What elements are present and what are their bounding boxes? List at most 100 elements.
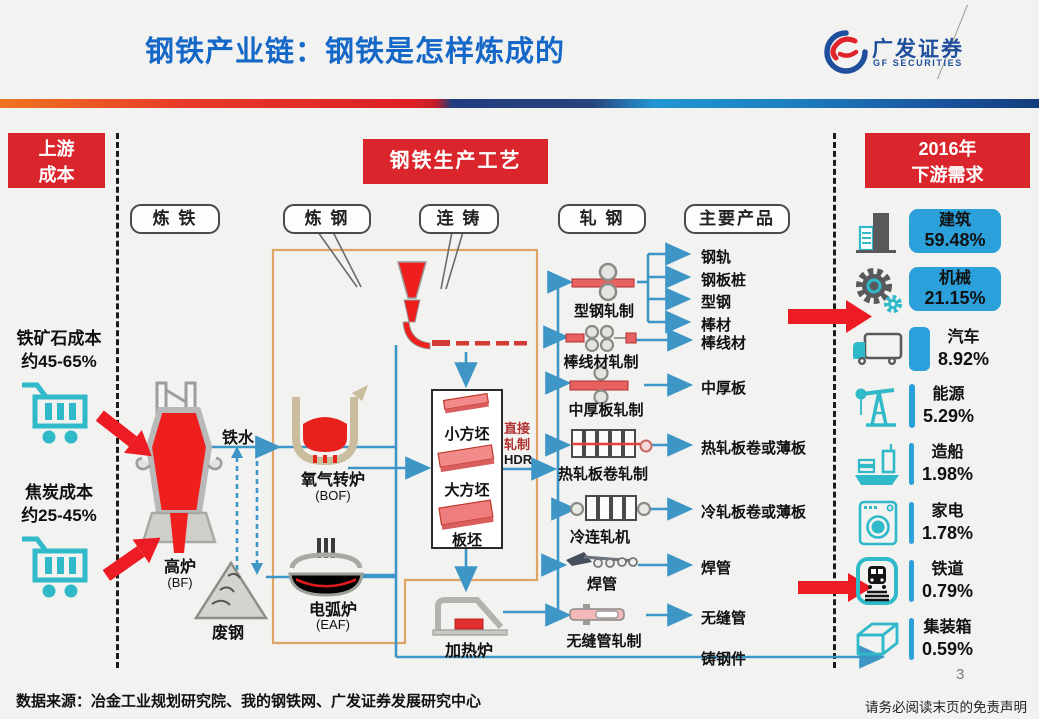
container-icon <box>845 615 909 663</box>
mill-label-seamless: 无缝管轧制 <box>566 633 642 650</box>
iron-ore-cost-line2: 约45-65% <box>21 351 97 371</box>
billet-bloom-label: 大方坯 <box>444 482 490 499</box>
scrap-label: 废钢 <box>211 625 245 642</box>
seamless-pipe-shape <box>569 604 625 625</box>
product-seamless-pipe: 无缝管 <box>701 610 747 627</box>
demand-box: 建筑 59.48% <box>909 209 1001 253</box>
bof-en-label: (BOF) <box>315 488 351 503</box>
stage-continuous-casting: 连 铸 <box>419 204 499 234</box>
product-sheet-pile: 钢板桩 <box>701 272 747 289</box>
pumpjack-icon <box>845 381 909 431</box>
stage-main-products: 主要产品 <box>684 204 790 234</box>
demand-label: 能源 <box>932 385 965 403</box>
page-number: 3 <box>956 666 965 683</box>
product-cast-steel: 铸钢件 <box>701 651 747 668</box>
eaf-label: 电弧炉 <box>308 602 358 619</box>
callout-pointers <box>317 231 464 290</box>
header-divider-bar <box>0 99 1039 108</box>
cart-icon <box>22 536 88 598</box>
billet-box-shape <box>431 389 503 549</box>
demand-pct: 1.98% <box>922 463 974 484</box>
stage-ironmaking: 炼 铁 <box>130 204 220 234</box>
heating-furnace-shape <box>432 597 508 636</box>
demand-row-railway: 铁道 0.79% <box>845 556 1039 606</box>
demand-banner-line1: 2016年 <box>918 139 977 159</box>
building-icon <box>845 207 909 255</box>
disclaimer: 请务必阅读末页的免责声明 <box>865 700 1027 715</box>
demand-arrow-top <box>788 300 872 333</box>
demand-pct: 5.29% <box>923 405 975 426</box>
product-plate: 中厚板 <box>701 380 747 397</box>
upstream-banner-line1: 上游 <box>38 139 75 159</box>
upstream-cost-banner: 上游 成本 <box>8 133 105 188</box>
demand-bar <box>909 384 915 428</box>
demand-row-auto: 汽车 8.92% <box>845 324 1039 374</box>
welded-pipe-shape <box>566 552 638 568</box>
mill-label-welded-pipe: 焊管 <box>586 576 618 593</box>
demand-row-container: 集装箱 0.59% <box>845 614 1039 664</box>
left-dashed-separator <box>116 133 119 668</box>
mill-label-plate: 中厚板轧制 <box>568 402 644 419</box>
stage-steelmaking: 炼 钢 <box>283 204 371 234</box>
orange-frame <box>271 248 539 645</box>
stage-rolling: 轧 钢 <box>558 204 646 234</box>
heating-furnace-label: 加热炉 <box>444 643 494 660</box>
product-bar-wire: 棒线材 <box>701 335 747 352</box>
product-welded-pipe: 焊管 <box>701 560 732 577</box>
demand-text: 家电 1.78% <box>922 502 973 545</box>
demand-label: 家电 <box>931 502 964 520</box>
demand-text: 铁道 0.79% <box>922 560 973 603</box>
demand-text: 造船 1.98% <box>922 443 973 486</box>
coke-cost-line2: 约25-45% <box>21 505 97 525</box>
coke-cost-label: 焦炭成本 约25-45% <box>0 482 118 528</box>
demand-row-energy: 能源 5.29% <box>845 381 1039 431</box>
demand-pct: 21.15% <box>924 287 986 308</box>
demand-bar <box>909 560 914 602</box>
hdr-line2: 轧制 <box>504 436 531 452</box>
molten-iron-label: 铁水 <box>221 430 255 447</box>
billet-slab-label: 板坯 <box>451 532 483 549</box>
demand-text: 能源 5.29% <box>923 385 974 428</box>
demand-pct: 1.78% <box>922 522 974 543</box>
process-banner: 钢铁生产工艺 <box>363 139 548 184</box>
washing-machine-icon <box>845 498 909 548</box>
dashed-exchange-arrows <box>231 446 263 575</box>
caster-shape <box>397 261 527 350</box>
bar-wire-mill-shape <box>565 324 637 353</box>
demand-label: 汽车 <box>947 328 980 346</box>
flow-lines <box>203 242 886 669</box>
gf-securities-logo-icon <box>824 30 868 74</box>
scrap-pile-shape <box>193 560 269 620</box>
logo-text-cn: 广发证券 <box>872 38 964 61</box>
demand-label: 造船 <box>931 443 964 461</box>
demand-text: 集装箱 0.59% <box>922 618 973 661</box>
demand-box: 机械 21.15% <box>909 267 1001 311</box>
demand-pct: 0.79% <box>922 580 974 601</box>
demand-bar <box>909 618 914 660</box>
cost-arrow-coke <box>102 537 161 581</box>
mill-label-section: 型钢轧制 <box>573 303 635 320</box>
ship-icon <box>845 439 909 489</box>
demand-bar <box>909 443 914 485</box>
cold-mill-shape <box>569 495 652 521</box>
iron-ore-cost-label: 铁矿石成本 约45-65% <box>0 328 118 374</box>
demand-pct: 0.59% <box>922 638 974 659</box>
blast-furnace-en-label: (BF) <box>167 575 193 590</box>
blast-furnace-shape <box>135 381 223 553</box>
upstream-banner-line2: 成本 <box>38 165 75 186</box>
demand-bar <box>909 502 914 544</box>
bof-shape <box>292 385 368 466</box>
demand-label: 机械 <box>938 269 971 287</box>
demand-label: 铁道 <box>931 560 964 578</box>
billet-small-label: 小方坯 <box>444 426 490 443</box>
train-icon <box>845 556 909 606</box>
mill-label-bar-wire: 棒线材轧制 <box>563 354 639 371</box>
demand-pct: 8.92% <box>938 348 990 369</box>
bof-label: 氧气转炉 <box>300 472 366 489</box>
demand-text: 汽车 8.92% <box>938 328 989 371</box>
blast-furnace-label: 高炉 <box>163 559 197 576</box>
mill-label-cold-tandem: 冷连轧机 <box>569 529 631 546</box>
hot-strip-mill-shape <box>571 429 653 458</box>
eaf-en-label: (EAF) <box>316 617 350 632</box>
